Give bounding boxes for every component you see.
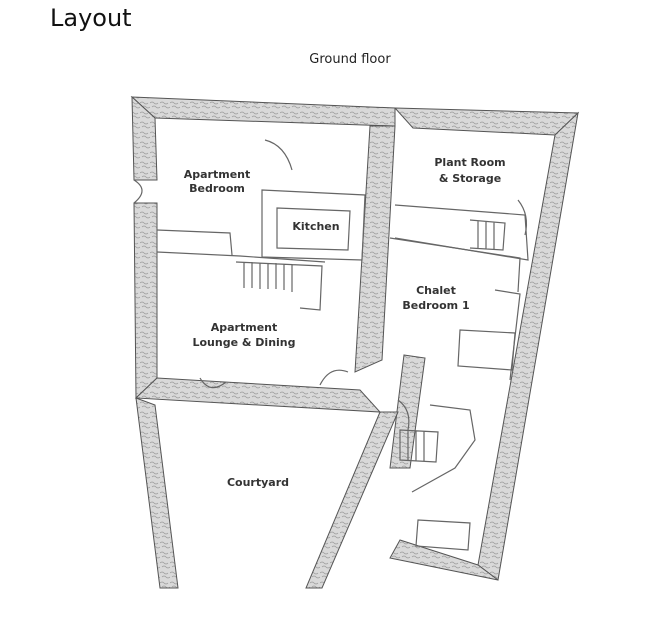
wall-left-bottom [134,377,382,413]
partition-chalet-bath [411,404,476,493]
stairs-chalet [399,429,439,463]
label-courtyard: Courtyard [227,476,289,489]
wall-right-bottom [389,539,499,581]
label-plant-room-line1: Plant Room [434,156,505,169]
page-heading: Layout [50,4,132,32]
bed-chalet [457,329,516,371]
floor-title: Ground floor [309,52,391,67]
label-apartment-lounge-line1: Apartment [211,321,278,334]
partition-plant-room [394,204,529,261]
bathtub [415,519,471,551]
label-kitchen: Kitchen [292,220,339,233]
wall-spine [354,125,396,373]
wall-right-top [393,107,580,136]
wall-courtyard-left [135,397,179,589]
label-apartment-bedroom-line1: Apartment [184,168,251,181]
wall-left-top [130,96,396,127]
wall-left-upper [131,95,158,181]
kitchen-box [276,207,351,251]
stairs-plant [469,219,506,251]
label-plant-room-line2: & Storage [439,172,501,185]
wall-courtyard-right [305,411,399,589]
exterior-walls [130,95,580,589]
interior-lines [133,139,529,551]
door-chalet [397,399,410,431]
room-labels: Apartment Bedroom Kitchen Plant Room & S… [184,156,506,489]
door-bedroom-left [133,179,143,204]
stairs-lounge [235,261,323,311]
label-chalet-bedroom-line2: Bedroom 1 [402,299,469,312]
wall-left-lower [133,202,158,400]
label-chalet-bedroom-line1: Chalet [416,284,456,297]
label-apartment-bedroom-line2: Bedroom [189,182,245,195]
door-plant [517,199,528,236]
label-apartment-lounge-line2: Lounge & Dining [192,336,295,349]
door-lounge-bottom [199,377,227,389]
partition-lounge [156,251,326,263]
door-kitchen [264,139,293,171]
partition-bedroom [156,189,366,261]
door-lounge-right [319,369,349,386]
